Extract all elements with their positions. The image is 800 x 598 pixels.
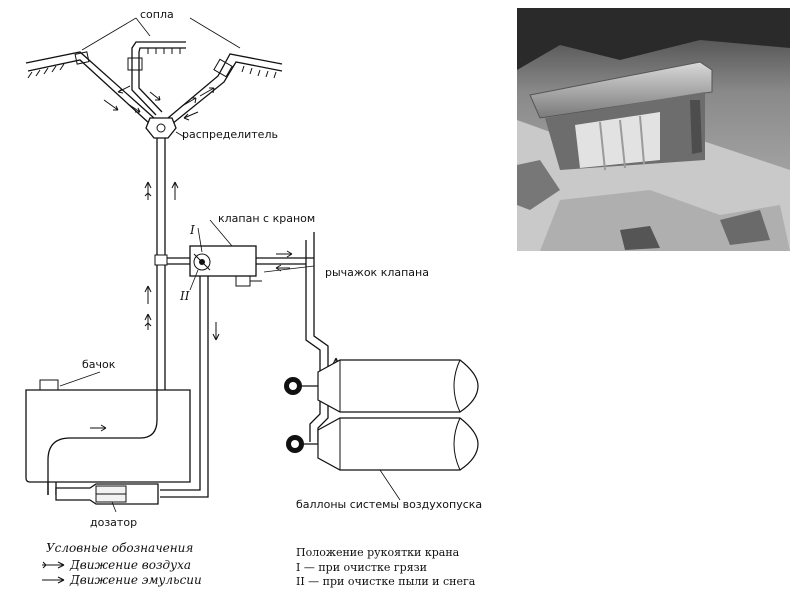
handle-positions: Положение рукоятки крана I — при очистке… (296, 546, 476, 588)
legend-item-air: Движение воздуха (69, 558, 191, 572)
cylinder-bottom (286, 417, 479, 471)
legend-title: Условные обозначения (46, 541, 193, 555)
nozzle-right (167, 53, 283, 125)
label-cylinders: баллоны системы воздухопуска (296, 498, 482, 511)
label-valve-with-tap: клапан с краном (218, 212, 315, 225)
handle-positions-title: Положение рукоятки крана (296, 546, 460, 559)
handle-position-one: I — при очистке грязи (296, 561, 427, 574)
label-position-two: II (179, 289, 190, 303)
air-flow-arrows-nozzles (103, 85, 215, 121)
label-valve-lever: рычажок клапана (325, 266, 429, 279)
machine-photo (517, 8, 790, 251)
label-distributor: распределитель (182, 128, 278, 141)
nozzle-left (25, 51, 155, 125)
air-flow-arrows-vertical (144, 181, 179, 330)
tank (25, 379, 191, 495)
leader-lines (59, 17, 401, 513)
legend: Условные обозначения Движение воздуха Дв… (42, 541, 202, 587)
label-doser: дозатор (90, 516, 137, 529)
valve (167, 245, 314, 287)
doser (55, 483, 159, 505)
handle-position-two: II — при очистке пыли и снега (296, 575, 476, 588)
legend-item-emulsion: Движение эмульсии (69, 573, 202, 587)
emulsion-pipe (160, 268, 220, 498)
legend-air-arrow-icon (42, 561, 65, 569)
air-line-cylinders (305, 232, 340, 442)
distributor (145, 117, 177, 139)
legend-emulsion-arrow-icon (42, 576, 65, 584)
label-tank: бачок (82, 358, 116, 371)
label-position-one: I (189, 223, 195, 237)
label-nozzles: сопла (140, 8, 174, 21)
cylinder-top (284, 359, 479, 413)
nozzle-middle (127, 41, 186, 116)
